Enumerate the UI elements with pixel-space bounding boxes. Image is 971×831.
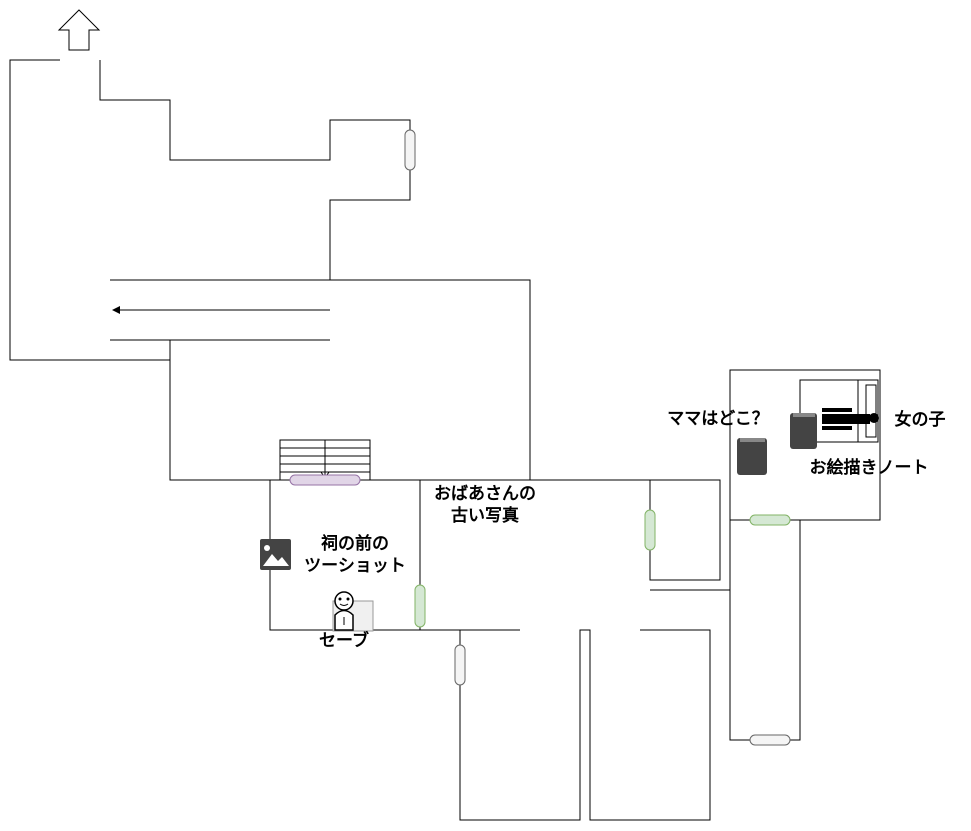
corridor-inner-wall: [99, 60, 411, 280]
room-bottom-left-wall: [459, 629, 711, 821]
book-icon-note[interactable]: [737, 438, 767, 475]
stairs-icon[interactable]: [279, 439, 371, 481]
door-divider[interactable]: [414, 584, 426, 628]
girl-label: 女の子: [894, 410, 946, 430]
shrine-photo-label: 祠の前の ツーショット: [292, 533, 418, 577]
shrine-photo-label-line2: ツーショット: [304, 556, 406, 576]
image-icon[interactable]: [260, 539, 291, 570]
corridor-outer-left-wall: [9, 59, 170, 361]
door-mid-right[interactable]: [644, 509, 656, 551]
hall-left-wall: [110, 339, 330, 481]
where-mama-label: ママはどこ？: [667, 409, 769, 429]
jizo-statue-icon[interactable]: [332, 591, 374, 632]
shrine-photo-label-line1: 祠の前の: [321, 534, 389, 554]
drawing-note-label: お絵描きノート: [809, 458, 929, 478]
door-bottom-left[interactable]: [454, 644, 466, 686]
old-photo-label: おばあさんの 古い写真: [420, 483, 550, 527]
book-icon-mama[interactable]: [790, 413, 817, 449]
room-bottom-right-wall: [729, 520, 801, 741]
door-corridor-top[interactable]: [404, 129, 416, 171]
exit-up-arrow-icon[interactable]: [57, 9, 101, 51]
room-shrine-bottom: [269, 480, 520, 631]
direction-arrow-head: [112, 306, 120, 314]
save-label: セーブ: [319, 631, 369, 651]
old-photo-label-line2: 古い写真: [451, 506, 519, 526]
girl-person-icon[interactable]: [822, 408, 879, 430]
door-bottom-right[interactable]: [749, 734, 791, 746]
door-bedroom[interactable]: [749, 514, 791, 526]
hall-top-wall: [110, 279, 531, 480]
door-stairs[interactable]: [289, 474, 361, 486]
old-photo-label-line1: おばあさんの: [434, 484, 536, 504]
